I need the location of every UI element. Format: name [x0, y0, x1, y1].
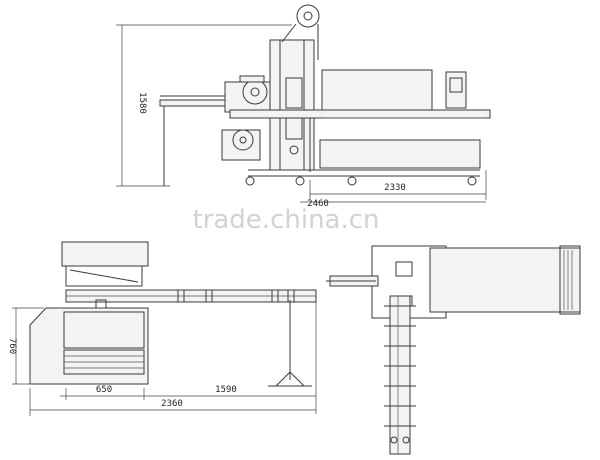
length-dim-label: 2330	[384, 183, 406, 193]
side-view: 1580	[116, 4, 491, 209]
offset-dim-label: 2460	[307, 199, 329, 209]
front-height-dim-label: 760	[7, 338, 17, 354]
top-view	[326, 245, 581, 455]
height-dim-label: 1580	[137, 92, 147, 114]
section-b-dim-label: 1590	[215, 385, 237, 395]
total-dim-label: 2360	[161, 399, 183, 409]
section-a-dim-label: 650	[96, 385, 112, 395]
front-view: 760 650 1590 2360	[7, 241, 317, 416]
watermark-text: trade.china.cn	[192, 205, 379, 235]
